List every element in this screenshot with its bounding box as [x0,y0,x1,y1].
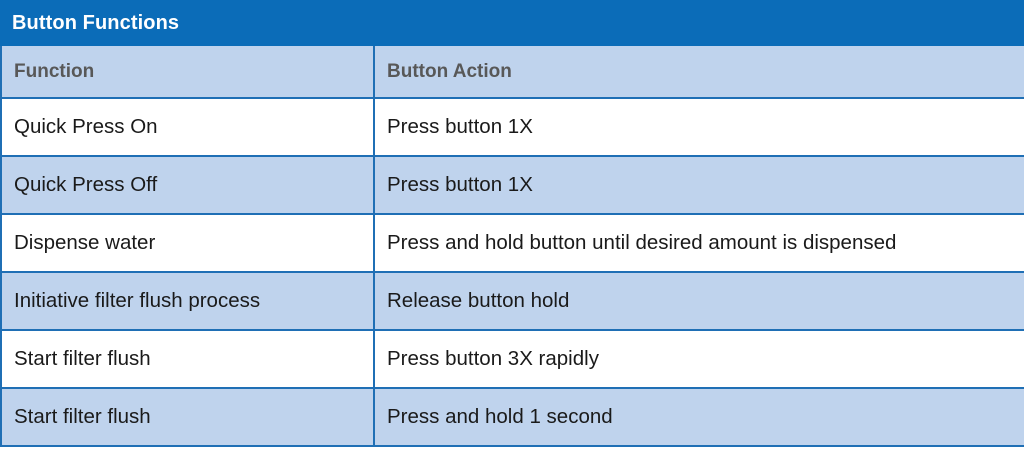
column-header-function-label: Function [14,60,95,82]
cell-action-text: Press and hold 1 second [387,405,613,429]
table-row: Quick Press On Press button 1X [0,97,1024,157]
cell-action: Press button 1X [373,155,1024,215]
cell-function: Dispense water [0,213,375,273]
cell-action: Press and hold 1 second [373,387,1024,447]
cell-action: Press button 3X rapidly [373,329,1024,389]
cell-function: Start filter flush [0,387,375,447]
cell-action: Press button 1X [373,97,1024,157]
cell-function: Quick Press On [0,97,375,157]
cell-action-text: Press and hold button until desired amou… [387,231,897,255]
cell-action-text: Release button hold [387,289,570,313]
cell-function-text: Quick Press Off [14,173,158,197]
cell-action-text: Press button 3X rapidly [387,347,599,371]
cell-function: Initiative filter flush process [0,271,375,331]
cell-action-text: Press button 1X [387,173,533,197]
column-header-button-action: Button Action [373,46,1024,99]
cell-action: Press and hold button until desired amou… [373,213,1024,273]
table-row: Start filter flush Press button 3X rapid… [0,329,1024,389]
cell-function-text: Dispense water [14,231,156,255]
cell-function-text: Quick Press On [14,115,158,139]
table-row: Quick Press Off Press button 1X [0,155,1024,215]
column-header-button-action-label: Button Action [387,60,512,82]
cell-action: Release button hold [373,271,1024,331]
cell-action-text: Press button 1X [387,115,533,139]
table-header-row: Function Button Action [0,46,1024,99]
cell-function: Quick Press Off [0,155,375,215]
table-row: Dispense water Press and hold button unt… [0,213,1024,273]
table-row: Start filter flush Press and hold 1 seco… [0,387,1024,447]
table-title: Button Functions [12,12,180,34]
cell-function-text: Start filter flush [14,405,151,429]
cell-function: Start filter flush [0,329,375,389]
cell-function-text: Start filter flush [14,347,151,371]
table-row: Initiative filter flush process Release … [0,271,1024,331]
table-title-bar: Button Functions [0,0,1024,46]
column-header-function: Function [0,46,375,99]
table-body: Quick Press On Press button 1X Quick Pre… [0,97,1024,447]
cell-function-text: Initiative filter flush process [14,289,261,313]
button-functions-table: Function Button Action Quick Press On Pr… [0,46,1024,447]
